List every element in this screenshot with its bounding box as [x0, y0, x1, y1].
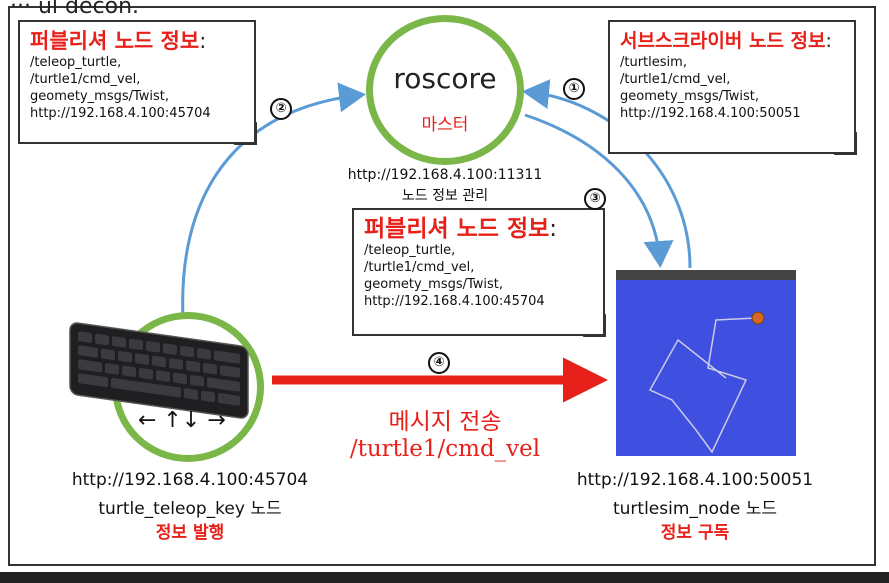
- teleop-node-action: 정보 발행: [155, 523, 225, 543]
- turtle-path: [648, 311, 765, 454]
- roscore-master-node: roscore 마스터: [366, 15, 524, 165]
- note-colon: :: [199, 29, 207, 53]
- note-line: /turtle1/cmd_vel,: [620, 72, 731, 87]
- step-1-badge: ①: [563, 78, 585, 100]
- note-line: geomety_msgs/Twist,: [30, 89, 170, 104]
- note-line: /teleop_turtle,: [364, 243, 456, 258]
- note-line: geomety_msgs/Twist,: [620, 89, 760, 104]
- arrow-step-3: [524, 113, 674, 268]
- bottom-edge-strip: [0, 572, 889, 583]
- note-line: geomety_msgs/Twist,: [364, 277, 504, 292]
- turtlesim-node-name: turtlesim_node 노드: [612, 499, 778, 519]
- turtlesim-window: [616, 270, 796, 456]
- publisher-note-top: 퍼블리셔 노드 정보: /teleop_turtle, /turtle1/cmd…: [18, 20, 256, 144]
- step-2-badge: ②: [270, 98, 292, 120]
- roscore-description: 노드 정보 관리: [401, 188, 489, 204]
- message-transfer-label: 메시지 전송: [388, 409, 502, 435]
- step-4-badge: ④: [428, 352, 450, 374]
- note-line: /teleop_turtle,: [30, 55, 122, 70]
- subscriber-note: 서브스크라이버 노드 정보: /turtlesim, /turtle1/cmd_…: [608, 20, 856, 154]
- master-label: 마스터: [421, 115, 469, 135]
- cropped-heading-fragment: ··· ul decon.: [10, 0, 140, 19]
- step-3-badge: ③: [584, 188, 606, 210]
- note-colon: :: [549, 216, 558, 242]
- note-colon: :: [825, 30, 832, 52]
- note-title: 서브스크라이버 노드 정보: [620, 30, 826, 52]
- turtlesim-node-uri: http://192.168.4.100:50051: [576, 470, 814, 490]
- arrow-step-2: [181, 82, 366, 319]
- teleop-node-name: turtle_teleop_key 노드: [98, 499, 282, 519]
- note-line: http://192.168.4.100:45704: [30, 106, 211, 121]
- publisher-note-mid: 퍼블리셔 노드 정보: /teleop_turtle, /turtle1/cmd…: [352, 208, 605, 336]
- note-line: /turtle1/cmd_vel,: [364, 260, 475, 275]
- roscore-uri: http://192.168.4.100:11311: [347, 167, 543, 183]
- roscore-name: roscore: [393, 62, 497, 95]
- note-line: /turtle1/cmd_vel,: [30, 72, 141, 87]
- note-line: /turtlesim,: [620, 55, 687, 70]
- turtle-icon: [751, 311, 765, 325]
- note-line: http://192.168.4.100:45704: [364, 294, 545, 309]
- teleop-node-uri: http://192.168.4.100:45704: [71, 470, 309, 490]
- note-line: http://192.168.4.100:50051: [620, 106, 801, 121]
- turtlesim-node-action: 정보 구독: [660, 523, 730, 543]
- message-topic-label: /turtle1/cmd_vel: [349, 436, 541, 462]
- note-title: 퍼블리셔 노드 정보: [30, 29, 200, 53]
- note-title: 퍼블리셔 노드 정보: [364, 216, 550, 242]
- arrow-keys-label: ← ↑↓ →: [138, 408, 226, 433]
